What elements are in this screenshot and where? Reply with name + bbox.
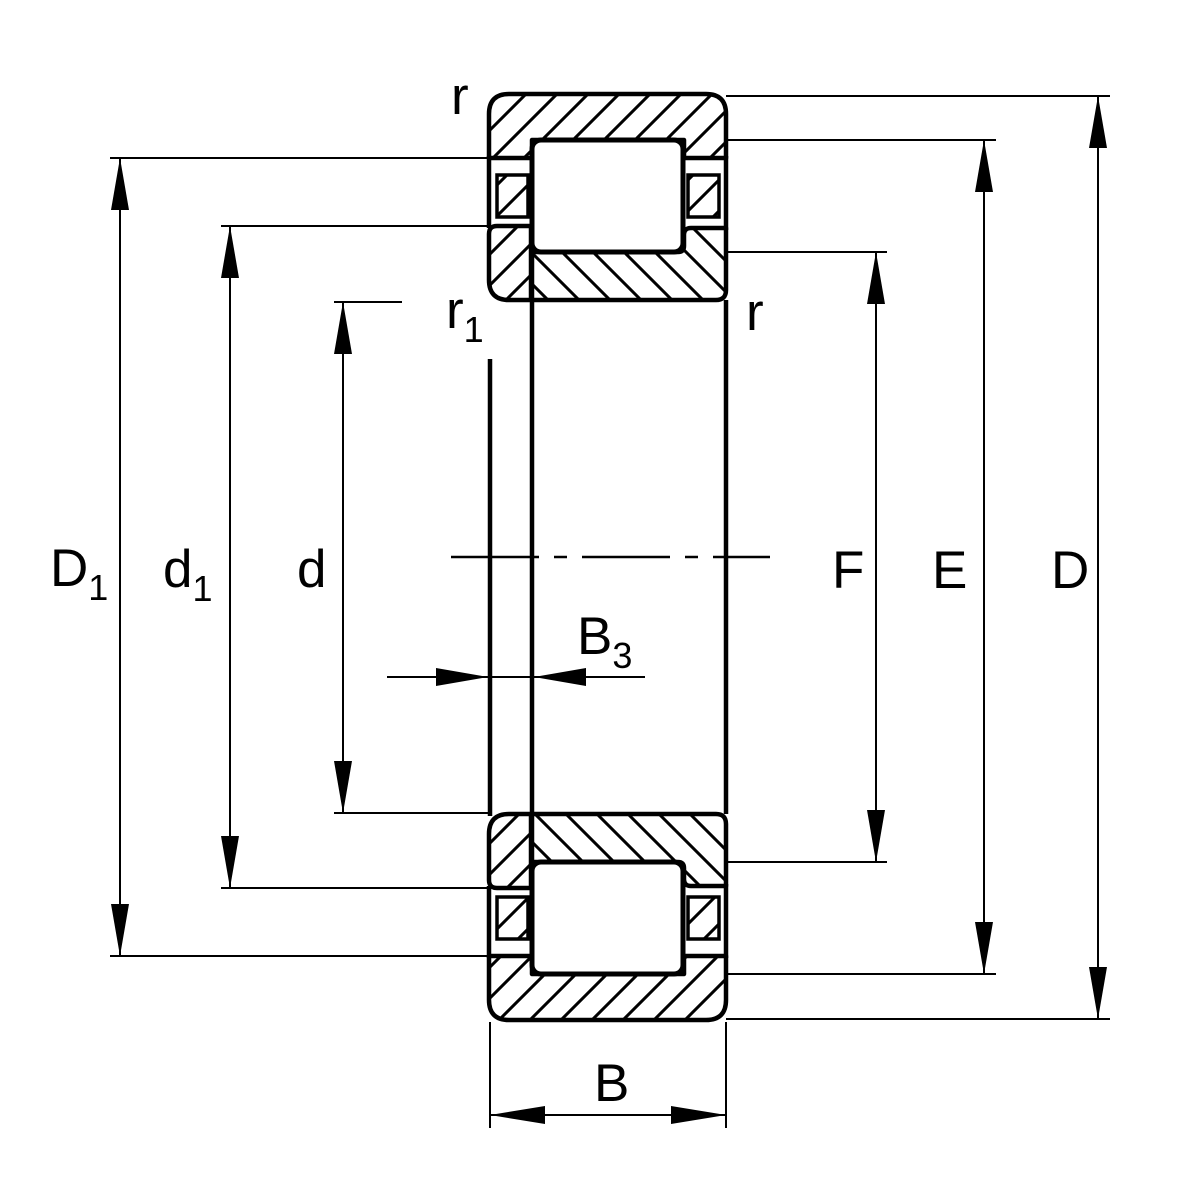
arrowhead bbox=[975, 922, 993, 974]
label-D1: D1 bbox=[50, 539, 108, 608]
arrowhead bbox=[221, 226, 239, 278]
label-D1-base: D bbox=[50, 539, 88, 598]
arrowhead bbox=[534, 668, 586, 686]
arrowhead bbox=[111, 158, 129, 210]
arrowhead bbox=[671, 1106, 726, 1124]
label-r-right: r bbox=[746, 283, 764, 342]
label-F: F bbox=[832, 541, 864, 600]
dimension-lines bbox=[110, 95, 1110, 1128]
label-d1: d1 bbox=[163, 540, 213, 609]
loose-rib-bottom bbox=[486, 811, 534, 891]
label-r1: r1 bbox=[446, 281, 484, 350]
arrowhead bbox=[111, 904, 129, 956]
outer-ring-top bbox=[486, 91, 729, 161]
dimension-arrowheads bbox=[111, 96, 1107, 1124]
arrowhead bbox=[334, 302, 352, 354]
label-B3-sub: 3 bbox=[612, 635, 632, 676]
cage-bar-bottom-right bbox=[686, 895, 721, 941]
cage-bar-top-left bbox=[495, 173, 530, 219]
label-E: E bbox=[932, 541, 967, 600]
label-r1-sub: 1 bbox=[464, 309, 484, 350]
label-B: B bbox=[594, 1054, 629, 1113]
arrowhead bbox=[1089, 967, 1107, 1019]
arrowhead bbox=[975, 140, 993, 192]
roller-top bbox=[529, 137, 686, 255]
label-B3-base: B bbox=[577, 607, 612, 666]
roller-bottom bbox=[529, 859, 686, 977]
arrowhead bbox=[867, 252, 885, 304]
arrowhead bbox=[1089, 96, 1107, 148]
arrowhead bbox=[490, 1106, 545, 1124]
loose-rib-top bbox=[486, 223, 534, 303]
label-d1-sub: 1 bbox=[192, 568, 212, 609]
outer-ring-bottom bbox=[486, 953, 729, 1023]
label-D1-sub: 1 bbox=[88, 567, 108, 608]
label-r-top: r bbox=[451, 67, 469, 126]
label-d1-base: d bbox=[163, 540, 192, 599]
arrowhead bbox=[334, 761, 352, 813]
arrowhead bbox=[436, 668, 488, 686]
cage-bar-bottom-left bbox=[495, 895, 530, 941]
label-D: D bbox=[1051, 541, 1089, 600]
top-half-section bbox=[486, 91, 729, 303]
label-d: d bbox=[297, 540, 326, 599]
arrowhead bbox=[221, 836, 239, 888]
label-r1-base: r bbox=[446, 281, 464, 340]
arrowhead bbox=[867, 810, 885, 862]
cage-bar-top-right bbox=[686, 173, 721, 219]
bottom-half-section bbox=[486, 811, 729, 1023]
label-B3: B3 bbox=[577, 607, 632, 676]
dimension-labels: D1 d1 d B3 B F E D r r r1 bbox=[50, 67, 1089, 1113]
